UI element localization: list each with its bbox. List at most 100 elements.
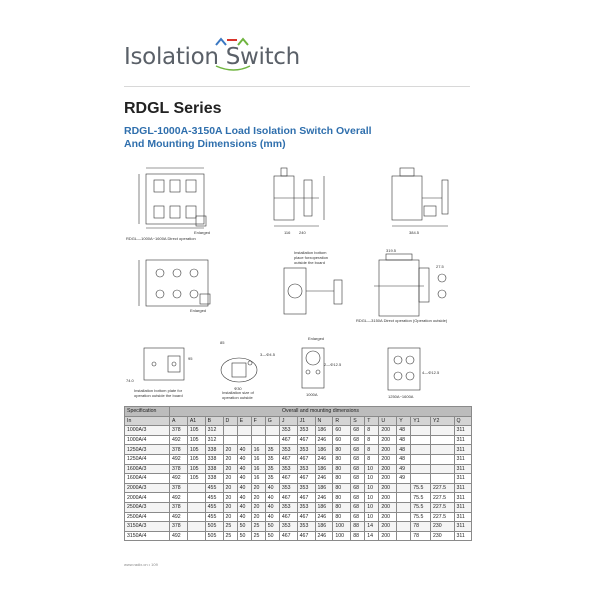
table-cell: 78 [410, 530, 432, 542]
table-cell [186, 482, 206, 494]
table-cell: 200 [378, 463, 398, 475]
column-header: Y2 [430, 415, 455, 427]
table-cell: 312 [204, 425, 224, 436]
table-cell: 311 [453, 444, 473, 455]
table-cell: 48 [396, 425, 412, 436]
table-cell: 14 [364, 530, 380, 542]
table-cell: 2500A/4 [124, 511, 170, 523]
caption-install-bottom: Installation bottom place forxoperation … [294, 250, 329, 265]
table-cell: 353 [278, 501, 298, 513]
table-cell [236, 425, 252, 436]
side-view-4 [374, 253, 447, 317]
caption-direct-operation-3150: RDGL—3150A Direct operation (Operation o… [356, 318, 448, 323]
table-cell: 378 [168, 463, 188, 475]
table-cell: 2000A/4 [124, 492, 170, 503]
switch-logo-icon [215, 37, 251, 71]
column-header: E [236, 415, 252, 427]
column-header: J [278, 415, 298, 427]
caption-1000a: 1000A [306, 392, 318, 397]
table-cell: 311 [453, 463, 473, 475]
table-cell [430, 473, 455, 484]
table-cell [430, 444, 455, 455]
table-cell: 455 [204, 511, 224, 523]
dimension-74: 74.0 [126, 378, 134, 383]
side-view-1 [273, 167, 325, 227]
front-view-1000-1600 [138, 167, 207, 229]
table-cell [236, 434, 252, 446]
table-cell: 68 [350, 444, 366, 455]
table-cell: 60 [332, 425, 352, 436]
table-cell [250, 425, 266, 436]
dimension-2-phi-12-5: 2—Φ12.5 [324, 362, 342, 367]
caption-enlarged-1: Enlarged [194, 230, 211, 235]
table-cell: 311 [453, 511, 473, 523]
table-cell: 10 [364, 473, 380, 484]
table-cell: 10 [364, 463, 380, 475]
table-cell: 1250A/3 [124, 444, 170, 455]
table-cell: 338 [204, 453, 224, 465]
table-cell: 186 [314, 482, 334, 494]
table-cell: 311 [453, 434, 473, 446]
table-cell: 353 [296, 501, 316, 513]
dimension-95: 95 [188, 356, 193, 361]
table-cell: 467 [296, 473, 316, 484]
dimension-27-5: 27.5 [436, 264, 444, 269]
table-cell: 378 [168, 425, 188, 436]
table-cell: 2500A/3 [124, 501, 170, 513]
table-cell: 8 [364, 434, 380, 446]
caption-enlarged-3: Enlarged [308, 336, 325, 341]
table-cell: 80 [332, 453, 352, 465]
table-cell: 200 [378, 530, 398, 542]
table-cell: 49 [396, 463, 412, 475]
dimension-phi-30: Φ30 [234, 386, 242, 391]
table-cell: 246 [314, 473, 334, 484]
table-cell [396, 521, 412, 532]
dimension-319: 319.5 [386, 248, 397, 253]
table-cell [410, 463, 432, 475]
column-header: G [264, 415, 280, 427]
table-cell: 25 [222, 521, 238, 532]
table-cell: 68 [350, 501, 366, 513]
table-cell: 353 [296, 521, 316, 532]
table-cell: 16 [250, 463, 266, 475]
table-cell: 353 [296, 444, 316, 455]
table-cell: 200 [378, 482, 398, 494]
table-cell [410, 425, 432, 436]
caption-enlarged-2: Enlarged [190, 308, 207, 313]
table-cell: 10 [364, 501, 380, 513]
table-cell: 20 [250, 482, 266, 494]
table-cell: 8 [364, 453, 380, 465]
column-header: D [222, 415, 238, 427]
table-cell: 311 [453, 501, 473, 513]
table-cell: 227.5 [430, 492, 455, 503]
table-cell: 35 [264, 463, 280, 475]
dimension-4-phi-12-5: 4—Φ12.5 [422, 370, 440, 375]
table-cell: 68 [350, 463, 366, 475]
table-cell: 80 [332, 473, 352, 484]
caption-install-plate: Installation bottom plate for operation … [134, 388, 183, 398]
table-cell: 25 [250, 530, 266, 542]
table-cell: 20 [250, 511, 266, 523]
table-cell: 105 [186, 463, 206, 475]
terminal-1000a [301, 347, 325, 389]
table-cell: 40 [264, 511, 280, 523]
table-cell [186, 501, 206, 513]
table-cell: 492 [168, 492, 188, 503]
table-cell: 227.5 [430, 511, 455, 523]
table-cell: 246 [314, 453, 334, 465]
dimension-116: 116 [284, 230, 291, 235]
column-header: A1 [186, 415, 206, 427]
table-cell: 50 [236, 530, 252, 542]
column-header: R [332, 415, 352, 427]
table-cell: 80 [332, 511, 352, 523]
table-cell: 353 [278, 521, 298, 532]
table-cell [430, 463, 455, 475]
column-header: N [314, 415, 334, 427]
table-cell: 48 [396, 434, 412, 446]
table-cell: 311 [453, 492, 473, 503]
table-cell: 467 [278, 434, 298, 446]
table-cell: 105 [186, 453, 206, 465]
